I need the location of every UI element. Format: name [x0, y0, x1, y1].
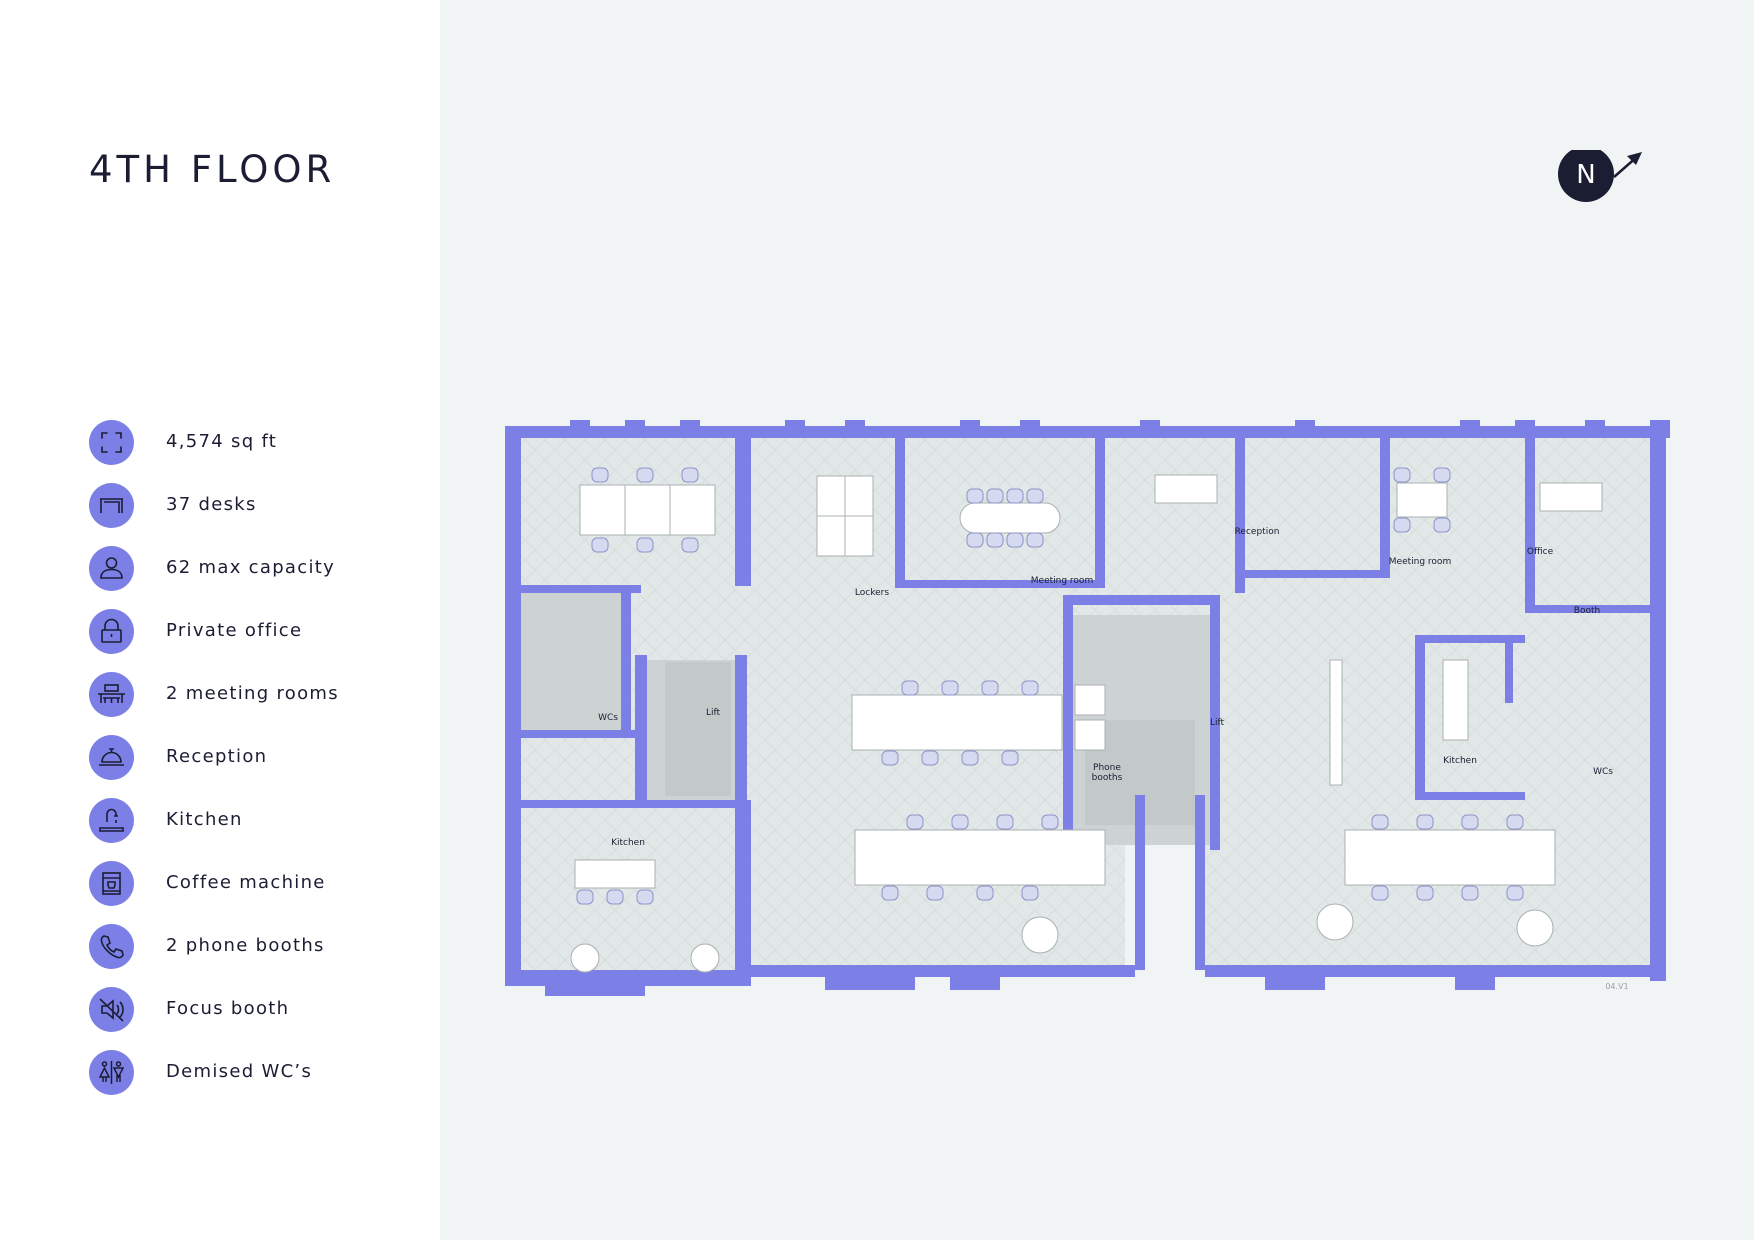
feature-desks: 37 desks [89, 483, 419, 529]
muted-speaker-icon [89, 987, 134, 1032]
feature-label: Coffee machine [166, 872, 326, 893]
feature-phone-booths: 2 phone booths [89, 924, 419, 970]
compass-badge: N [1558, 150, 1614, 202]
room-label: Phone [1093, 763, 1121, 773]
compass: N [1558, 150, 1642, 202]
feature-label: 62 max capacity [166, 557, 336, 578]
room-label: Office [1527, 547, 1554, 557]
room-label: WCs [1593, 767, 1613, 777]
room-label: Meeting room [1389, 557, 1451, 567]
feature-wc: Demised WC’s [89, 1050, 419, 1096]
feature-focus-booth: Focus booth [89, 987, 419, 1033]
expand-area-icon [89, 420, 134, 465]
feature-meeting-rooms: 2 meeting rooms [89, 672, 419, 718]
compass-letter: N [1576, 160, 1595, 190]
meeting-table-icon [89, 672, 134, 717]
feature-private-office: Private office [89, 609, 419, 655]
feature-area: 4,574 sq ft [89, 420, 419, 466]
feature-label: 2 phone booths [166, 935, 325, 956]
feature-label: Private office [166, 620, 303, 641]
person-icon [89, 546, 134, 591]
desk-icon [89, 483, 134, 528]
room-label: Lockers [855, 588, 889, 598]
feature-label: Kitchen [166, 809, 243, 830]
feature-label: 4,574 sq ft [166, 431, 278, 452]
feature-capacity: 62 max capacity [89, 546, 419, 592]
feature-label: Focus booth [166, 998, 290, 1019]
feature-reception: Reception [89, 735, 419, 781]
feature-label: Reception [166, 746, 268, 767]
furniture [574, 474, 1603, 889]
room-label: Booth [1574, 606, 1600, 616]
room-label: Lift [1210, 718, 1225, 728]
feature-label: 37 desks [166, 494, 257, 515]
room-label: Reception [1235, 527, 1280, 537]
page-title: 4TH FLOOR [89, 148, 336, 191]
coffee-machine-icon [89, 861, 134, 906]
room-label: WCs [598, 713, 618, 723]
round-tables [570, 903, 1554, 973]
room-label: Meeting room [1031, 576, 1093, 586]
floor-plan: Lockers Meeting room Reception Meeting r… [505, 420, 1670, 996]
feature-label: Demised WC’s [166, 1061, 313, 1082]
feature-kitchen: Kitchen [89, 798, 419, 844]
phone-icon [89, 924, 134, 969]
room-label: Kitchen [1443, 756, 1477, 766]
room-label: Lift [706, 708, 721, 718]
room-label: booths [1092, 773, 1123, 783]
window-piers [545, 420, 1670, 996]
reception-bell-icon [89, 735, 134, 780]
lock-icon [89, 609, 134, 654]
wc-icon [89, 1050, 134, 1095]
drawing-reference: 04.V1 [1605, 982, 1628, 991]
feature-coffee-machine: Coffee machine [89, 861, 419, 907]
sidebar: 4TH FLOOR 4,574 sq ft 37 desks [0, 0, 440, 1240]
feature-label: 2 meeting rooms [166, 683, 339, 704]
tap-icon [89, 798, 134, 843]
north-arrow-icon [1613, 152, 1642, 178]
room-label: Kitchen [611, 838, 645, 848]
room-labels: Lockers Meeting room Reception Meeting r… [598, 527, 1613, 848]
